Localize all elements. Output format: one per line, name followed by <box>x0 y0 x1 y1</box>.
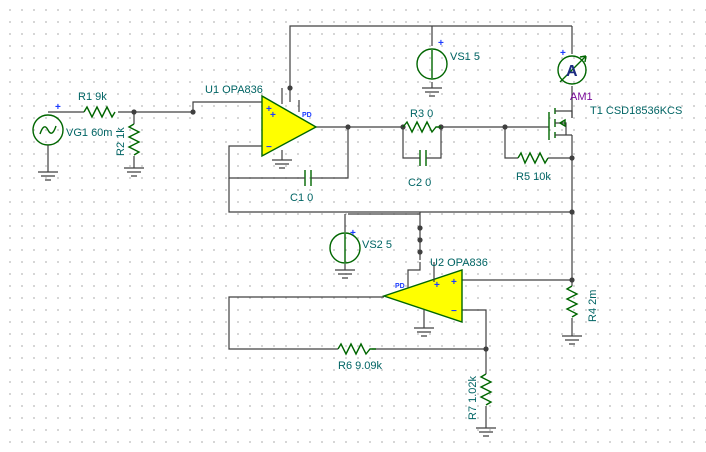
u2-pd: PD <box>395 283 405 290</box>
t1-label: T1 CSD18536KCS <box>590 105 682 117</box>
c2-label: C2 0 <box>408 177 431 189</box>
c2-capacitor[interactable]: C2 0 <box>408 150 431 189</box>
svg-text:+: + <box>434 280 440 291</box>
c1-capacitor[interactable]: C1 0 <box>290 170 320 204</box>
svg-text:+: + <box>55 102 61 113</box>
svg-text:+: + <box>266 104 272 115</box>
r6-label: R6 9.09k <box>338 360 383 372</box>
r6-resistor[interactable]: R6 9.09k <box>337 342 383 372</box>
r3-label: R3 0 <box>410 108 433 120</box>
svg-text:+: + <box>350 228 356 239</box>
r1-label: R1 9k <box>78 91 107 103</box>
c1-label: C1 0 <box>290 192 313 204</box>
vs1-source[interactable]: + VS1 5 <box>416 38 480 97</box>
vs2-source[interactable]: + VS2 5 <box>329 228 392 279</box>
am1-ammeter[interactable]: A + AM1 <box>557 48 593 103</box>
svg-text:−: − <box>451 306 457 317</box>
am1-label: AM1 <box>570 91 593 103</box>
svg-text:+: + <box>560 48 566 59</box>
junctions <box>131 85 575 352</box>
r2-resistor[interactable]: R2 1k <box>115 123 144 177</box>
svg-text:+: + <box>270 110 276 121</box>
u2-label: U2 OPA836 <box>430 257 488 269</box>
vs2-label: VS2 5 <box>362 239 392 251</box>
svg-text:−: − <box>266 142 272 153</box>
r4-resistor[interactable]: R4 2m <box>562 285 599 345</box>
r1-resistor[interactable]: R1 9k <box>78 91 116 119</box>
r7-label: R7 1.02k <box>467 375 479 420</box>
t1-mosfet[interactable]: T1 CSD18536KCS <box>548 105 682 140</box>
u1-opamp[interactable]: + − + PD U1 OPA836 <box>205 84 318 169</box>
r3-resistor[interactable]: R3 0 <box>402 108 441 134</box>
svg-text:+: + <box>438 38 444 49</box>
u1-pd: PD <box>302 112 312 119</box>
svg-text:+: + <box>451 277 457 288</box>
r5-resistor[interactable]: R5 10k <box>516 151 551 183</box>
u1-label: U1 OPA836 <box>205 84 263 96</box>
r5-label: R5 10k <box>516 171 551 183</box>
vg1-label: VG1 60m <box>66 127 112 139</box>
r2-label: R2 1k <box>115 127 127 156</box>
vg1-source[interactable]: + VG1 60m <box>32 102 112 181</box>
u2-opamp[interactable]: + − + PD U2 OPA836 <box>381 257 488 337</box>
wires <box>48 25 573 428</box>
vs1-label: VS1 5 <box>450 51 480 63</box>
am1-symbol: A <box>566 63 578 80</box>
r7-resistor[interactable]: R7 1.02k <box>467 373 496 437</box>
r4-label: R4 2m <box>587 290 599 322</box>
